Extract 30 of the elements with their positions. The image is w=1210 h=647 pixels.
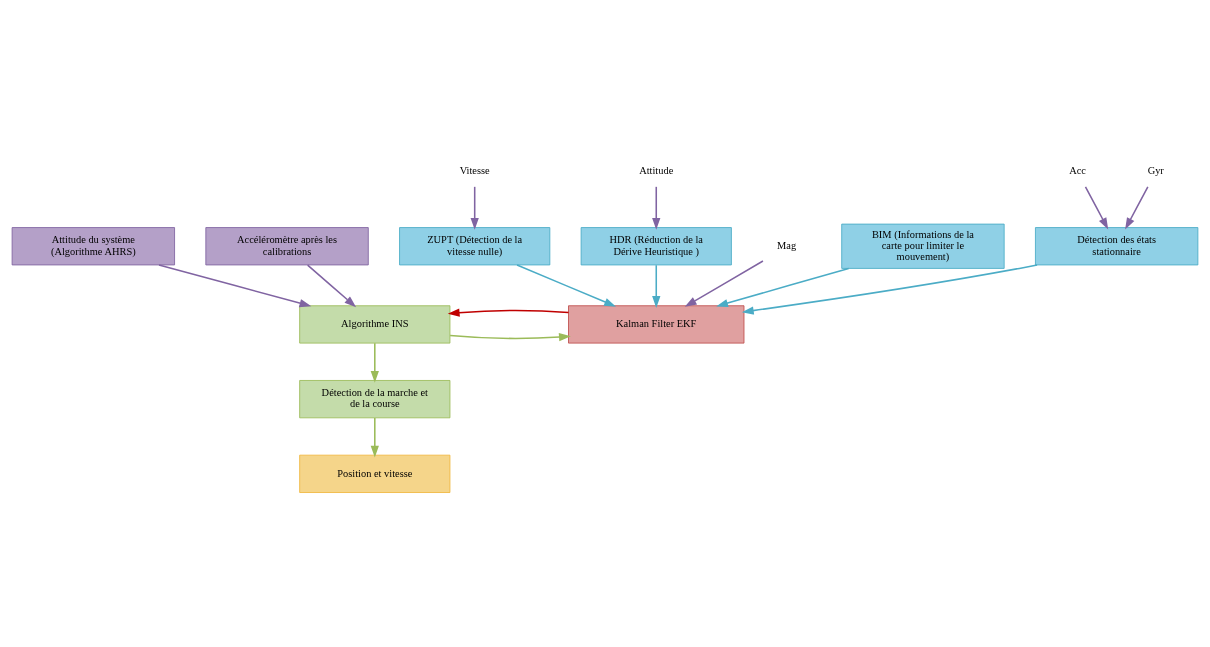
node-box: Détection de la marche et de la course	[299, 379, 451, 418]
node-text: Gyr	[1147, 164, 1164, 176]
arrow	[652, 263, 661, 308]
node-text: Acc	[1069, 164, 1086, 176]
node-text: Mag	[777, 239, 797, 251]
node-box: Attitude du système (Algorithme AHRS)	[11, 226, 175, 265]
arrow	[1084, 185, 1109, 230]
arrow	[1125, 185, 1149, 230]
arrow	[716, 267, 850, 307]
arrow	[370, 416, 379, 457]
node-box: ZUPT (Détection de la vitesse nulle)	[399, 226, 551, 265]
node-text: Attitude	[639, 164, 674, 176]
arrow	[447, 308, 570, 317]
arrow	[652, 185, 661, 230]
arrow	[158, 263, 312, 307]
node-box: Algorithme INS	[299, 304, 451, 344]
arrow	[449, 332, 571, 341]
node-box: Accéléromètre après les calibrations	[205, 226, 369, 265]
arrow	[741, 263, 1038, 315]
arrow	[684, 259, 764, 307]
arrow	[370, 342, 379, 383]
node-box: HDR (Réduction de la Dérive Heuristique )	[580, 226, 732, 265]
node-box: Détection des états stationnaire	[1035, 226, 1199, 265]
node-box: Position et vitesse	[299, 454, 451, 493]
node-box: BIM (Informations de la carte pour limiter le mouvement)	[841, 223, 1005, 269]
node-text: Vitesse	[459, 164, 490, 176]
arrow	[470, 185, 479, 230]
arrow	[516, 263, 617, 307]
node-box: Kalman Filter EKF	[568, 304, 745, 344]
arrow	[306, 263, 357, 307]
